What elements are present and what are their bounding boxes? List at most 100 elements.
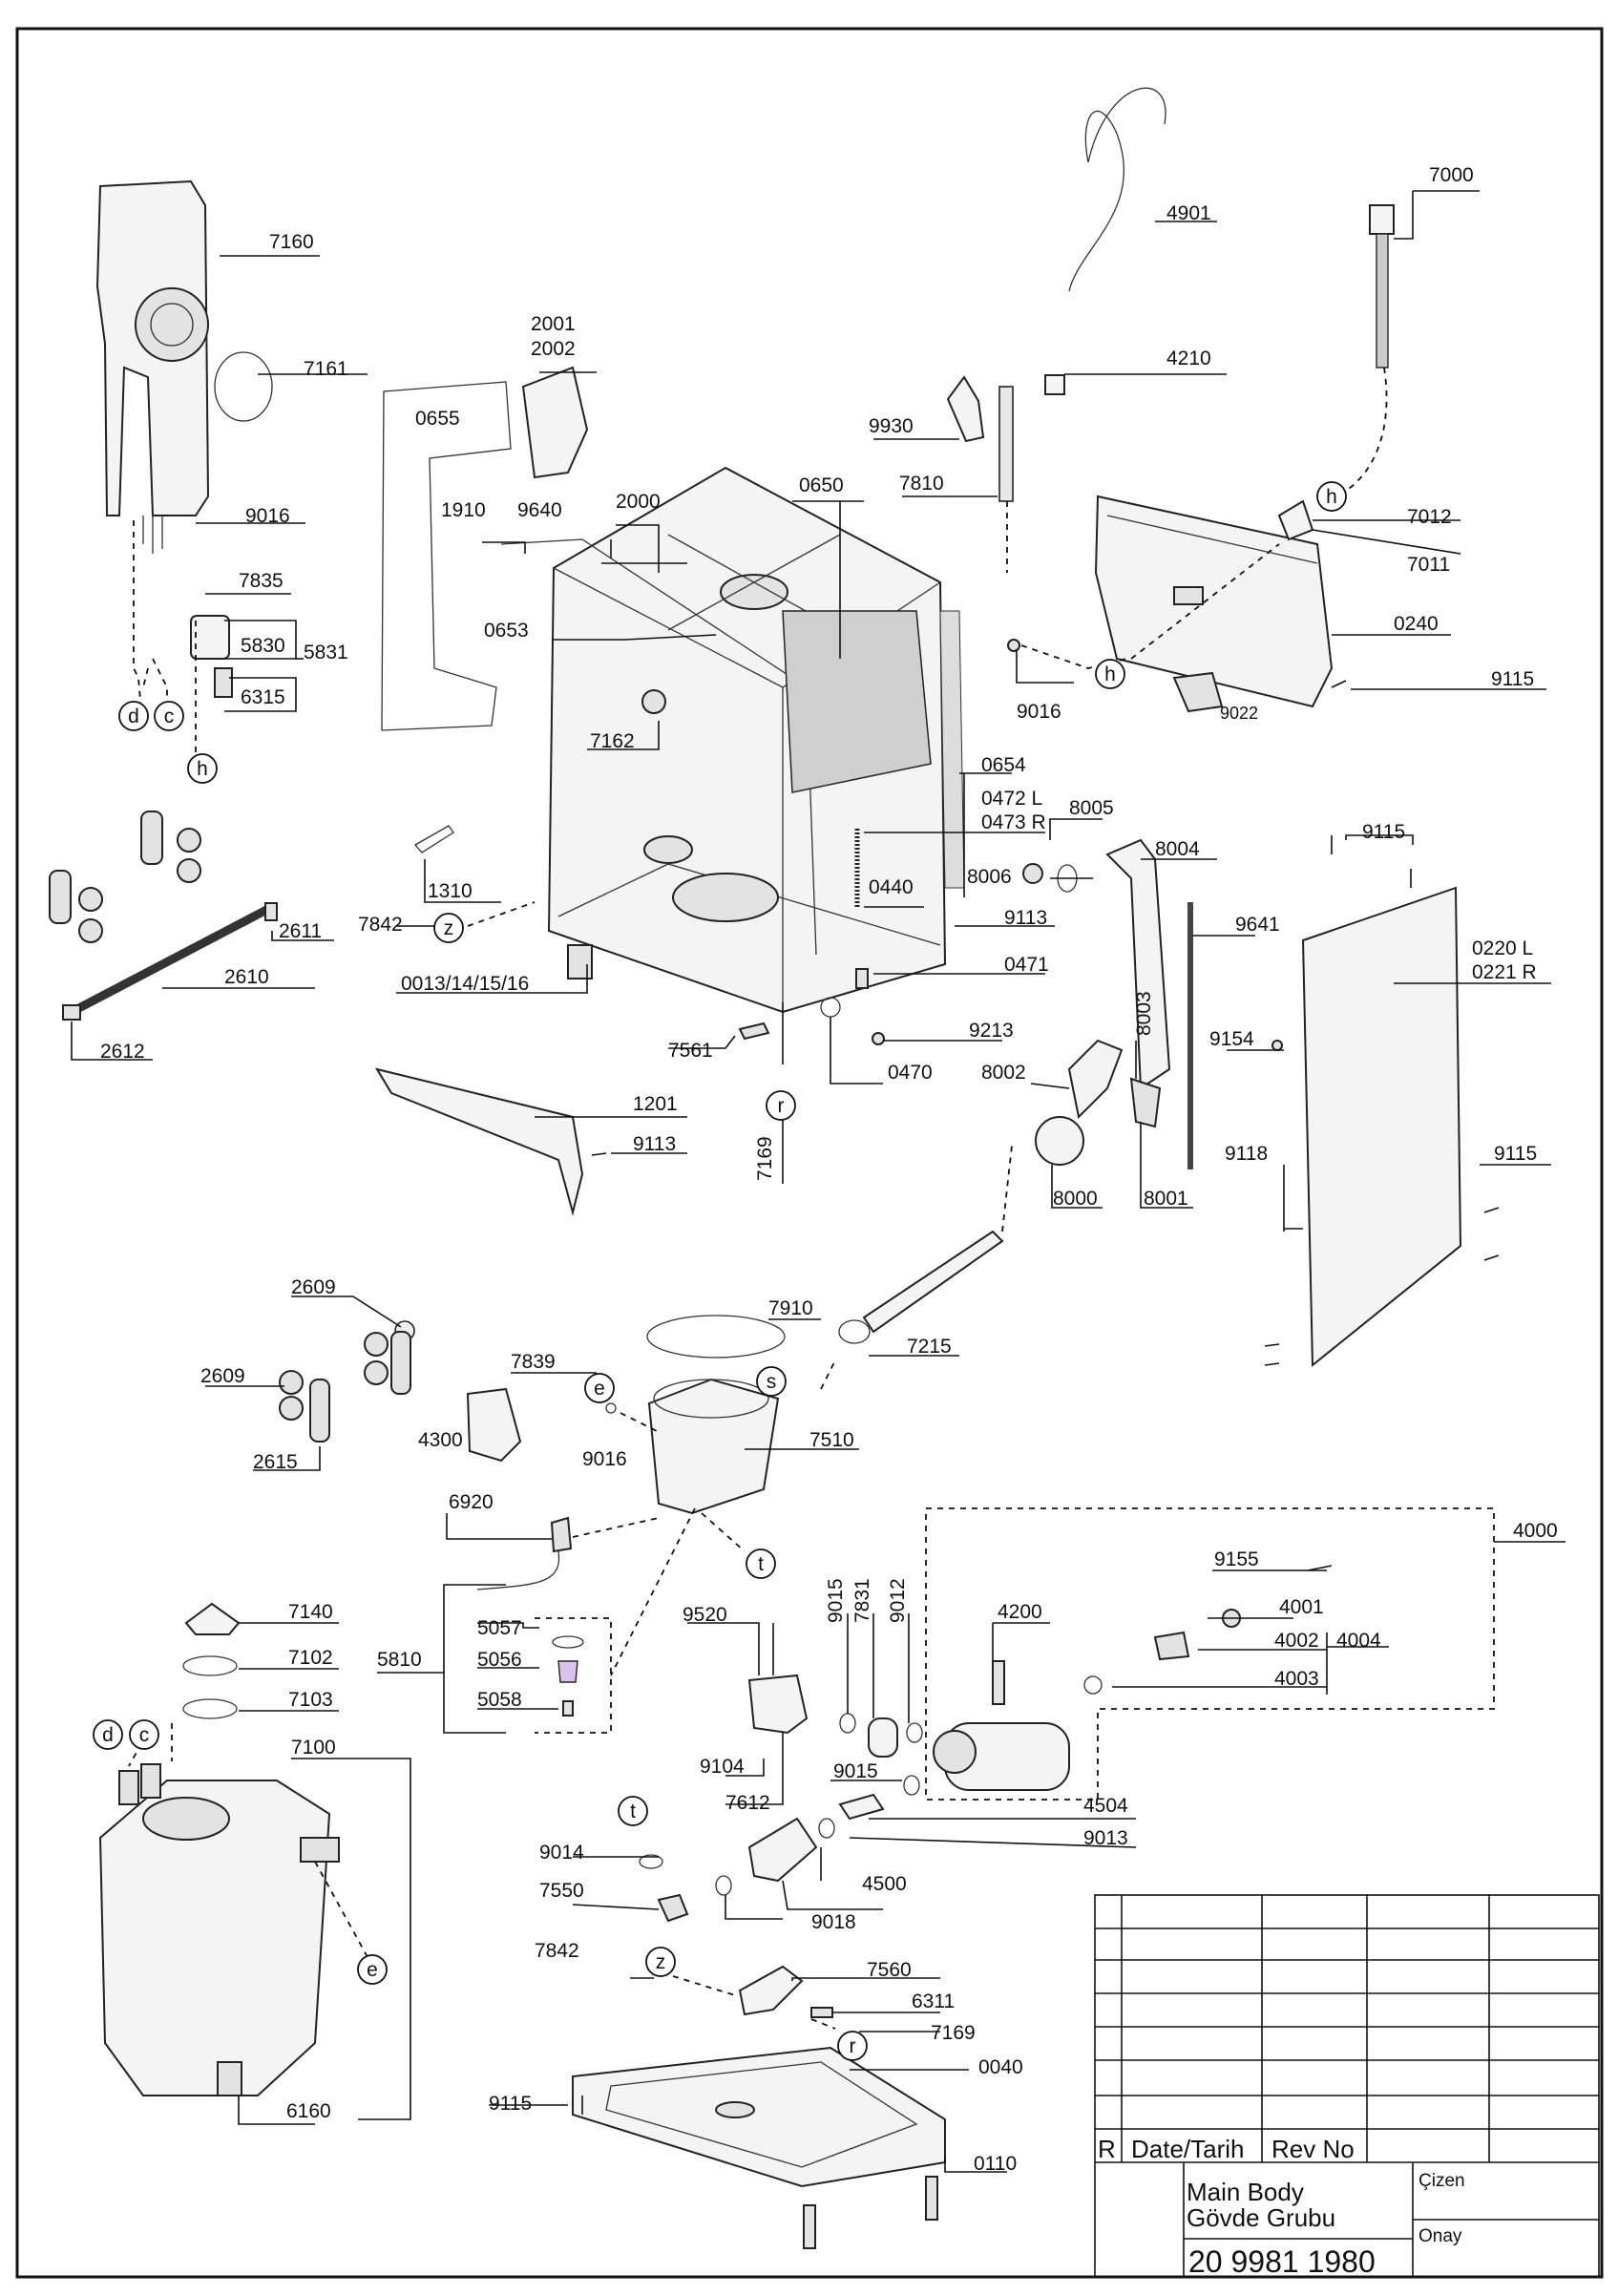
reference-markers xyxy=(93,481,1347,2061)
label-7561: 7561 xyxy=(668,1040,713,1062)
label-9022: 9022 xyxy=(1220,704,1258,723)
label-4001: 4001 xyxy=(1279,1596,1324,1618)
label-2002: 2002 xyxy=(531,338,576,360)
label-6315: 6315 xyxy=(241,686,285,708)
label-7810: 7810 xyxy=(899,473,944,495)
label-6160: 6160 xyxy=(286,2100,331,2122)
marker-h-3: h xyxy=(197,758,208,780)
part-4002 xyxy=(1153,1631,1190,1661)
dash-7510-s xyxy=(820,1359,836,1390)
marker-t-1: t xyxy=(758,1553,764,1575)
label-0473-r: 0473 R xyxy=(981,811,1046,833)
label-4300: 4300 xyxy=(418,1429,463,1451)
title-block-rev-no-label: Rev No xyxy=(1271,2135,1355,2163)
cap-7140 xyxy=(184,1602,241,1635)
label-5810: 5810 xyxy=(377,1649,422,1671)
label-7910: 7910 xyxy=(768,1297,813,1319)
marker-r-1: r xyxy=(778,1095,785,1117)
valve-9520 xyxy=(747,1674,809,1735)
elbow-7550 xyxy=(657,1893,689,1923)
inlet-hose-7000 xyxy=(1369,204,1395,369)
label-7839: 7839 xyxy=(511,1351,556,1373)
label-0221-r: 0221 R xyxy=(1472,961,1537,983)
label-0470: 0470 xyxy=(888,1062,933,1084)
label-4210: 4210 xyxy=(1166,348,1211,369)
title-block-drawing-number: 20 9981 1980 xyxy=(1188,2244,1376,2279)
label-8003: 8003 xyxy=(1133,991,1155,1036)
marker-h-2: h xyxy=(1104,664,1116,685)
door-frame-1910 xyxy=(500,538,817,956)
title-block-title-en: Main Body xyxy=(1187,2178,1304,2206)
label-7842-b: 7842 xyxy=(535,1940,579,1962)
label-7169-a: 7169 xyxy=(754,1136,776,1181)
duct-8002 xyxy=(1067,1039,1124,1120)
label-5058: 5058 xyxy=(477,1689,522,1711)
part-8003 xyxy=(1129,1077,1162,1128)
label-9155: 9155 xyxy=(1214,1548,1259,1570)
marker-e-1: e xyxy=(594,1378,605,1400)
label-0240: 0240 xyxy=(1394,613,1439,635)
hose-7215 xyxy=(862,1230,1004,1334)
label-7550: 7550 xyxy=(539,1880,584,1902)
label-9115-b: 9115 xyxy=(1362,821,1405,843)
dash-h-7012 xyxy=(1130,543,1280,660)
label-8002: 8002 xyxy=(981,1062,1026,1084)
label-1910: 1910 xyxy=(441,499,486,521)
label-5831: 5831 xyxy=(304,642,348,664)
label-9930: 9930 xyxy=(869,415,914,437)
label-9016-a: 9016 xyxy=(245,505,290,527)
label-6311: 6311 xyxy=(912,1991,955,2012)
label-0471: 0471 xyxy=(1004,954,1049,976)
label-0653: 0653 xyxy=(484,620,529,642)
bracket-1201 xyxy=(374,1067,584,1216)
label-7842-a: 7842 xyxy=(358,914,403,936)
part-4300 xyxy=(466,1387,522,1463)
label-9104: 9104 xyxy=(700,1756,745,1778)
label-9640: 9640 xyxy=(517,499,562,521)
label-9113-b: 9113 xyxy=(633,1133,676,1155)
filter-7162 xyxy=(641,689,666,714)
foot-0110a xyxy=(803,2204,816,2249)
water-softener-7100 xyxy=(98,1763,340,2096)
label-2609-b: 2609 xyxy=(200,1365,245,1387)
marker-z-1: z xyxy=(444,917,454,939)
label-0110: 0110 xyxy=(974,2153,1017,2175)
label-0472-l: 0472 L xyxy=(981,788,1042,810)
marker-s: s xyxy=(767,1371,777,1393)
label-2000: 2000 xyxy=(616,491,661,513)
label-9018: 9018 xyxy=(811,1911,856,1933)
label-7140: 7140 xyxy=(288,1601,333,1623)
marker-r-2: r xyxy=(850,2035,856,2057)
label-8000: 8000 xyxy=(1053,1188,1098,1210)
label-4003: 4003 xyxy=(1274,1668,1319,1690)
label-8004: 8004 xyxy=(1155,838,1200,860)
title-block-drawn-label: Çizen xyxy=(1418,2171,1465,2191)
bracket-9930 xyxy=(946,375,985,443)
label-0013-14-15-16: 0013/14/15/16 xyxy=(401,973,529,995)
label-9016-b: 9016 xyxy=(1017,701,1061,723)
connector-4210 xyxy=(1044,374,1065,395)
marker-t-2: t xyxy=(630,1801,636,1822)
label-4004: 4004 xyxy=(1336,1630,1381,1652)
label-9014: 9014 xyxy=(539,1842,584,1864)
ring-4003 xyxy=(1083,1675,1103,1695)
clip-9022 xyxy=(1172,671,1224,713)
label-0040: 0040 xyxy=(978,2056,1023,2078)
tub-body-2000 xyxy=(547,466,947,1014)
bracket-7012 xyxy=(1277,499,1314,541)
label-9015-b: 9015 xyxy=(833,1760,878,1782)
title-block-title-tr: Gövde Grubu xyxy=(1187,2203,1335,2232)
hose-4504 xyxy=(838,1793,885,1821)
label-4504: 4504 xyxy=(1083,1795,1128,1817)
marker-letters: h h d c h z r s e t d c t e z r xyxy=(102,486,1337,2057)
label-0440: 0440 xyxy=(869,876,914,898)
circulation-pump-4200 xyxy=(933,1660,1070,1791)
label-2615: 2615 xyxy=(253,1451,298,1473)
water-softener-panel-7160 xyxy=(95,179,210,554)
label-7560: 7560 xyxy=(867,1959,912,1981)
label-7612: 7612 xyxy=(725,1792,770,1814)
dash-h-bottom xyxy=(133,520,142,712)
back-panel-0240 xyxy=(1094,495,1334,708)
hose-7810 xyxy=(998,386,1014,502)
